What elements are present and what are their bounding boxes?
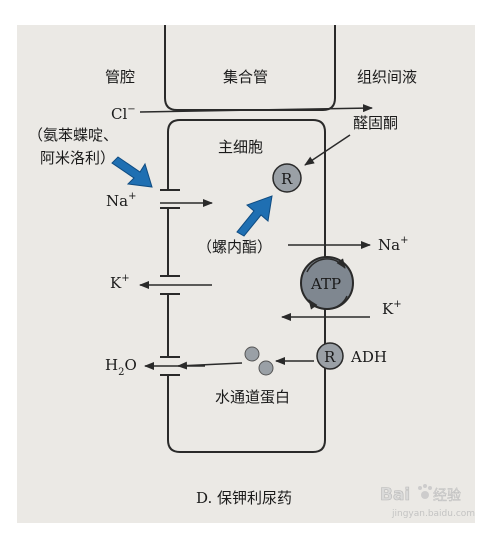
figure-panel [17, 25, 475, 523]
amiloride-label-line2: 阿米洛利） [40, 149, 115, 167]
amiloride-label-line1: （氨苯蝶啶、 [28, 126, 118, 144]
principal-cell-outline [167, 119, 326, 453]
baidu-watermark: Bai 经验 jingyan.baidu.com [380, 484, 475, 519]
watermark-url: jingyan.baidu.com [391, 509, 475, 519]
water-label: H2O [105, 356, 137, 378]
interstitial-fluid-label: 组织间液 [357, 68, 417, 86]
sodium-lumen-label: Na+ [106, 191, 136, 210]
lumen-label: 管腔 [105, 68, 135, 86]
adh-receptor [316, 342, 344, 370]
chloride-arrow [139, 104, 373, 113]
watermark-brand2: 经验 [433, 488, 461, 504]
na-k-atpase-pump: ATP [300, 256, 354, 310]
spironolactone-inhibit-arrow [236, 195, 273, 237]
adh-receptor-r-label: R [324, 348, 336, 366]
paw-icon [418, 484, 432, 499]
sodium-interstitial-label: Na+ [378, 235, 408, 254]
collecting-duct-label: 集合管 [223, 68, 268, 86]
aldosterone-arrow [304, 134, 351, 166]
spironolactone-label: （螺内酯） [197, 238, 272, 256]
principal-cell-label: 主细胞 [218, 138, 263, 156]
aldosterone-label: 醛固酮 [353, 114, 398, 132]
potassium-interstitial-label: K+ [382, 299, 402, 318]
aquaporin-label: 水通道蛋白 [215, 388, 290, 406]
aquaporin-vesicles [244, 346, 274, 376]
chloride-transport: Cl− [111, 104, 373, 123]
adh-label: ADH [350, 348, 387, 366]
atp-label: ATP [310, 275, 341, 293]
aldosterone-receptor [272, 163, 302, 193]
watermark-brand: Bai [380, 485, 410, 505]
amiloride-inhibit-arrow [111, 156, 153, 188]
potassium-lumen-label: K+ [110, 273, 130, 292]
receptor-r-label: R [281, 170, 293, 188]
figure-caption: D. 保钾利尿药 [196, 489, 292, 507]
chloride-label: Cl− [111, 104, 136, 123]
